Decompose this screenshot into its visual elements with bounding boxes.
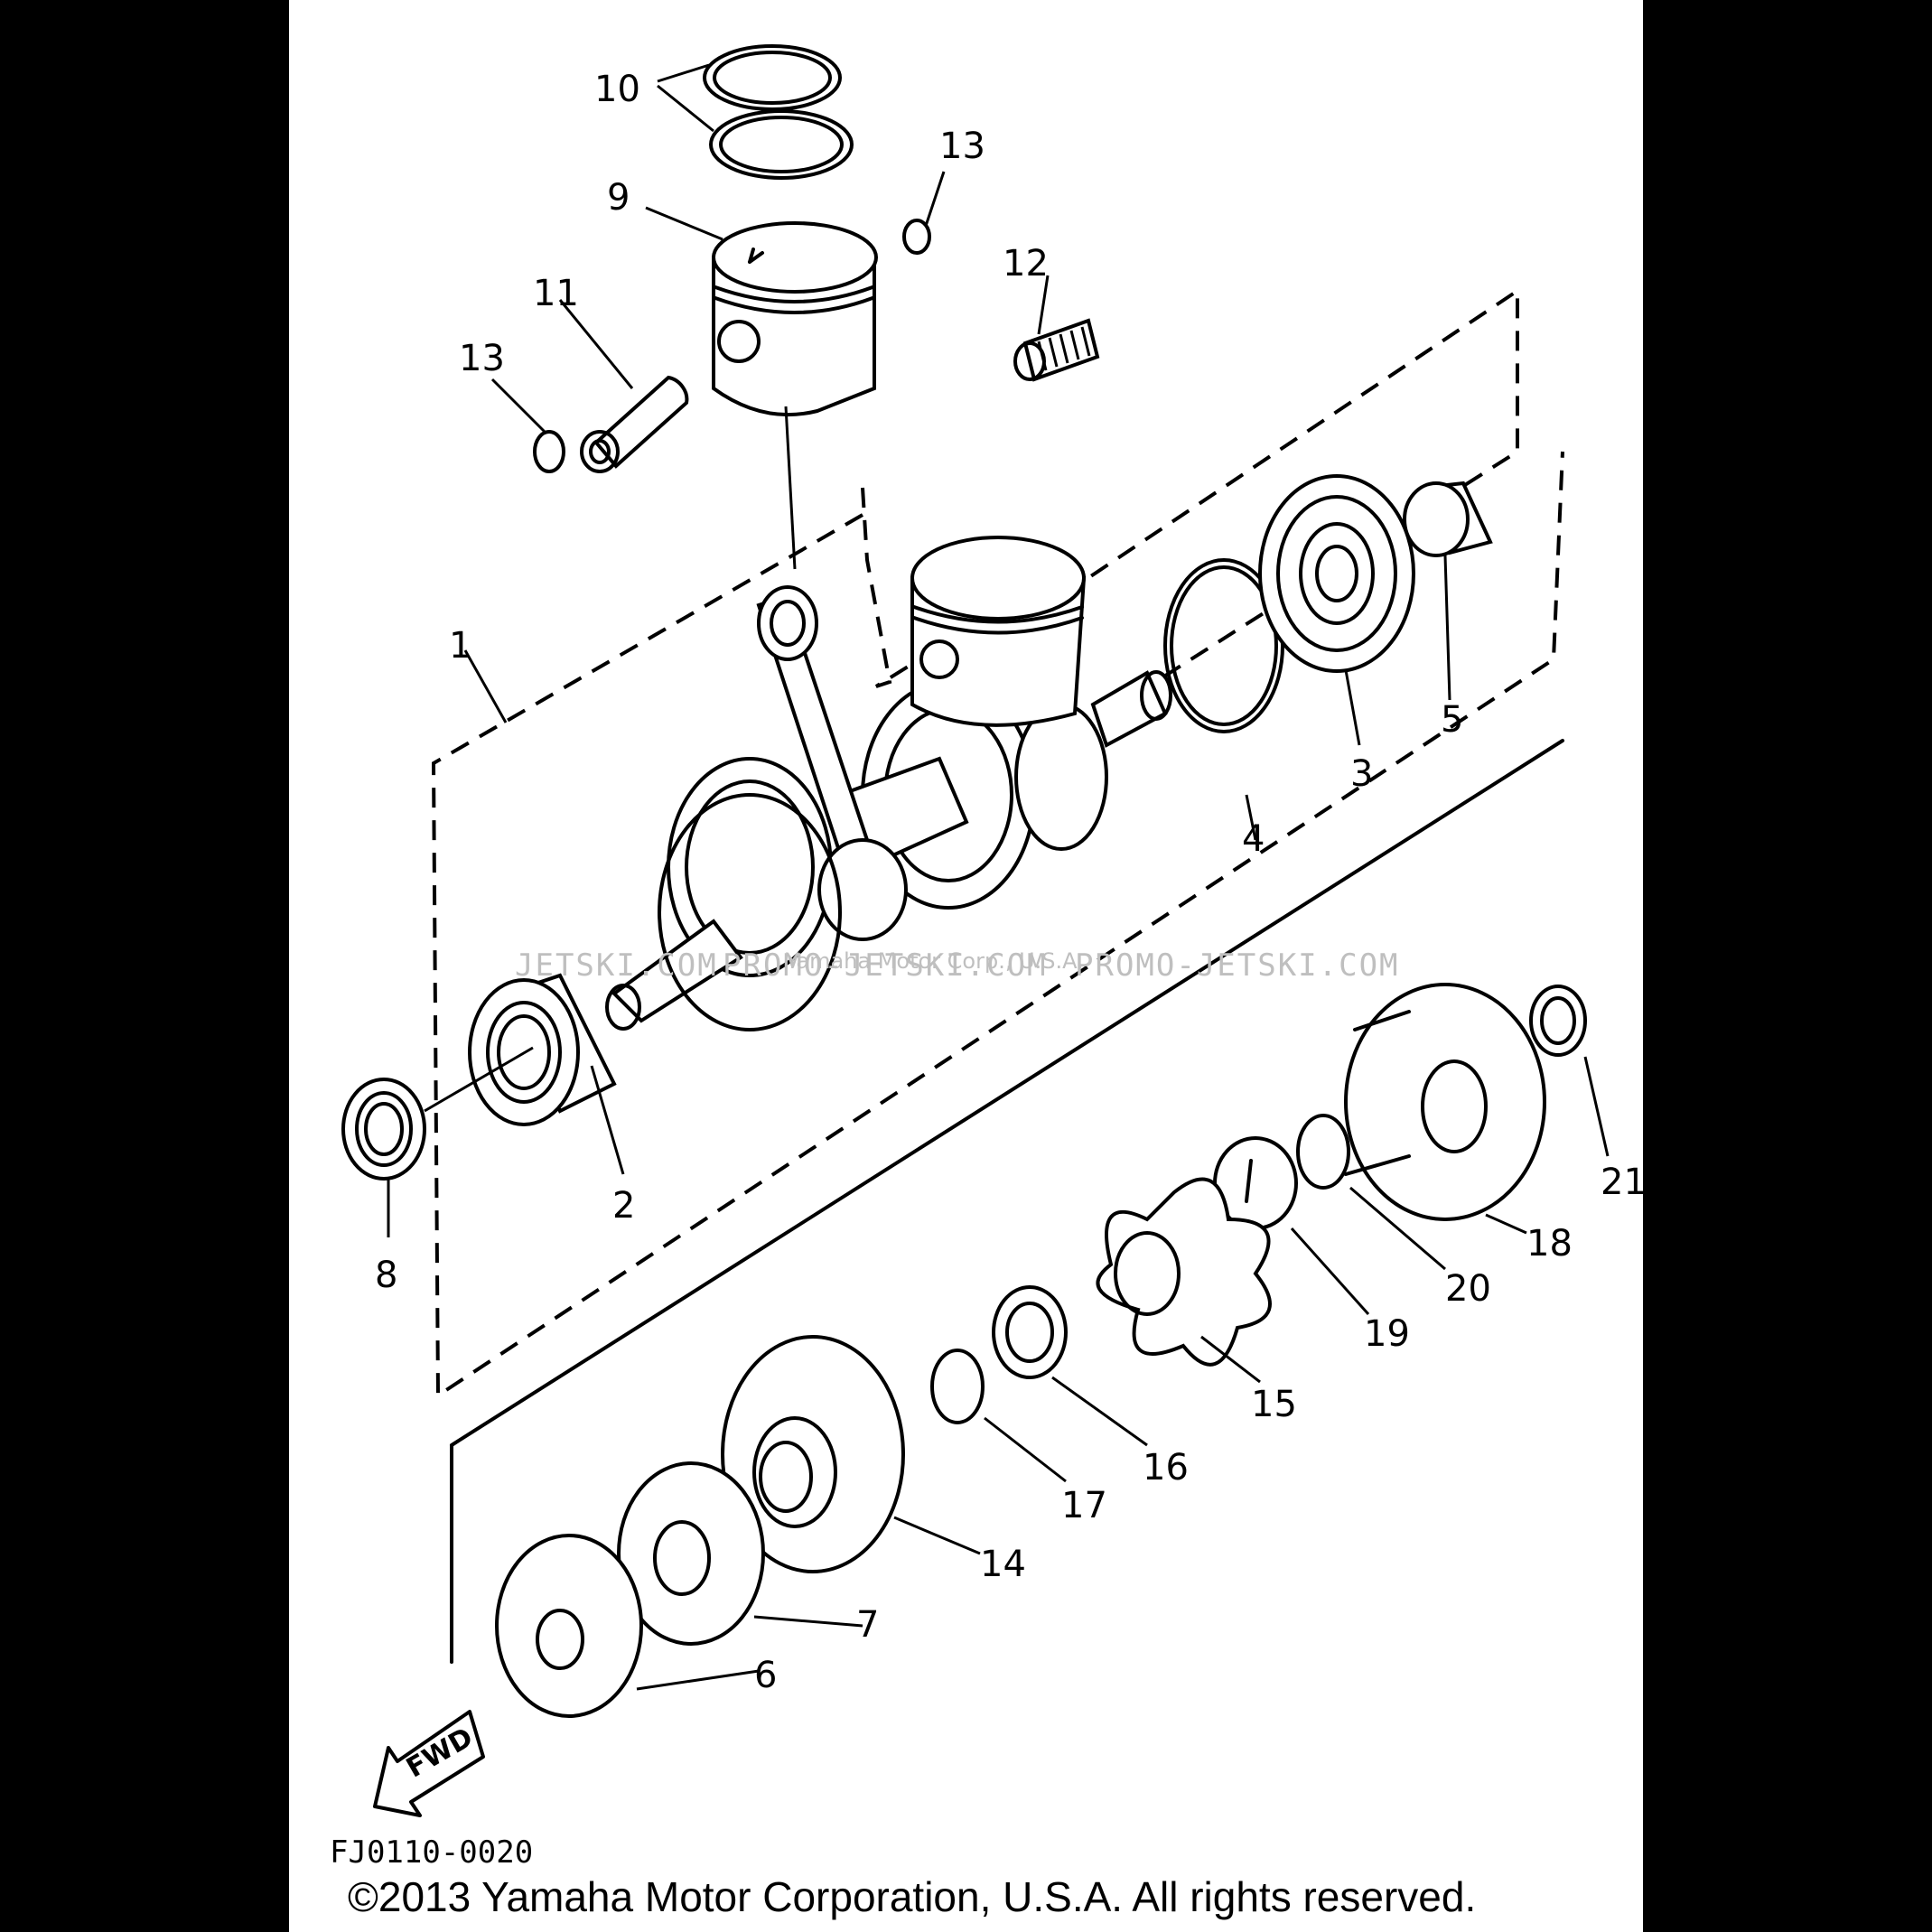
callout-15: 15 xyxy=(1251,1384,1297,1425)
assembly-boundary-2 xyxy=(431,451,1564,1399)
callout-1: 1 xyxy=(449,625,471,667)
coupling-boundary xyxy=(450,739,1564,1664)
crank-flywheel-ring xyxy=(658,793,842,1031)
callout-12: 12 xyxy=(1003,243,1049,285)
coupling-front xyxy=(721,1335,905,1573)
callout-3: 3 xyxy=(1350,753,1373,795)
callout-14: 14 xyxy=(980,1544,1026,1585)
fwd-arrow-icon xyxy=(373,1710,485,1817)
callout-11: 11 xyxy=(533,273,579,314)
watermark-left: JETSKI.COM xyxy=(515,947,718,984)
copyright-notice: ©2013 Yamaha Motor Corporation, U.S.A. A… xyxy=(348,1873,1476,1920)
circlip-right xyxy=(902,219,931,255)
callout-8: 8 xyxy=(375,1255,397,1296)
watermark-right: PROMO-JETSKI.COM xyxy=(1075,947,1400,984)
callout-5: 5 xyxy=(1441,699,1463,741)
o-ring-upper xyxy=(1296,1114,1350,1190)
main-bearing-left xyxy=(468,973,617,1126)
o-ring-lower xyxy=(930,1349,985,1424)
leader-lines xyxy=(387,63,1610,1691)
callout-7: 7 xyxy=(856,1604,879,1646)
collar xyxy=(1403,481,1493,557)
callout-13-right: 13 xyxy=(939,126,985,167)
callout-6: 6 xyxy=(754,1655,777,1696)
callout-9: 9 xyxy=(607,177,630,219)
snap-ring xyxy=(1163,558,1284,733)
piston-ring-lower xyxy=(709,109,854,180)
crankshaft xyxy=(605,670,1172,1031)
callout-4: 4 xyxy=(1242,818,1265,860)
callout-21: 21 xyxy=(1601,1162,1647,1203)
callout-2: 2 xyxy=(612,1185,635,1227)
coupling-rear xyxy=(1344,983,1546,1221)
coupling-sleeve xyxy=(992,1285,1068,1379)
oil-seal xyxy=(341,1078,426,1181)
piston xyxy=(712,221,878,417)
callout-16: 16 xyxy=(1143,1447,1189,1489)
rubber-damper xyxy=(1096,1177,1272,1367)
coupling-cover xyxy=(495,1534,643,1718)
assembly-boundary-1 xyxy=(861,287,1519,706)
piston-pin xyxy=(580,375,689,473)
spacer-plate xyxy=(617,1461,765,1646)
circlip-left xyxy=(533,430,565,473)
piston-mounted xyxy=(910,536,1087,727)
washer xyxy=(1529,985,1587,1057)
figure-code: FJ0110-0020 xyxy=(330,1834,533,1871)
callout-17: 17 xyxy=(1061,1485,1107,1526)
main-bearing-right xyxy=(1258,474,1415,673)
callout-19: 19 xyxy=(1364,1313,1410,1355)
callout-20: 20 xyxy=(1445,1268,1491,1310)
watermark-small: Yamaha Motor Corp., U.S.A. xyxy=(785,948,1084,974)
needle-bearing xyxy=(1013,318,1100,382)
callout-13-left: 13 xyxy=(459,338,505,379)
callout-10: 10 xyxy=(594,69,640,110)
watermark-mid: PROMO-JETSKI.COM xyxy=(723,947,1048,984)
piston-ring-upper xyxy=(703,44,842,111)
callout-18: 18 xyxy=(1526,1223,1573,1265)
